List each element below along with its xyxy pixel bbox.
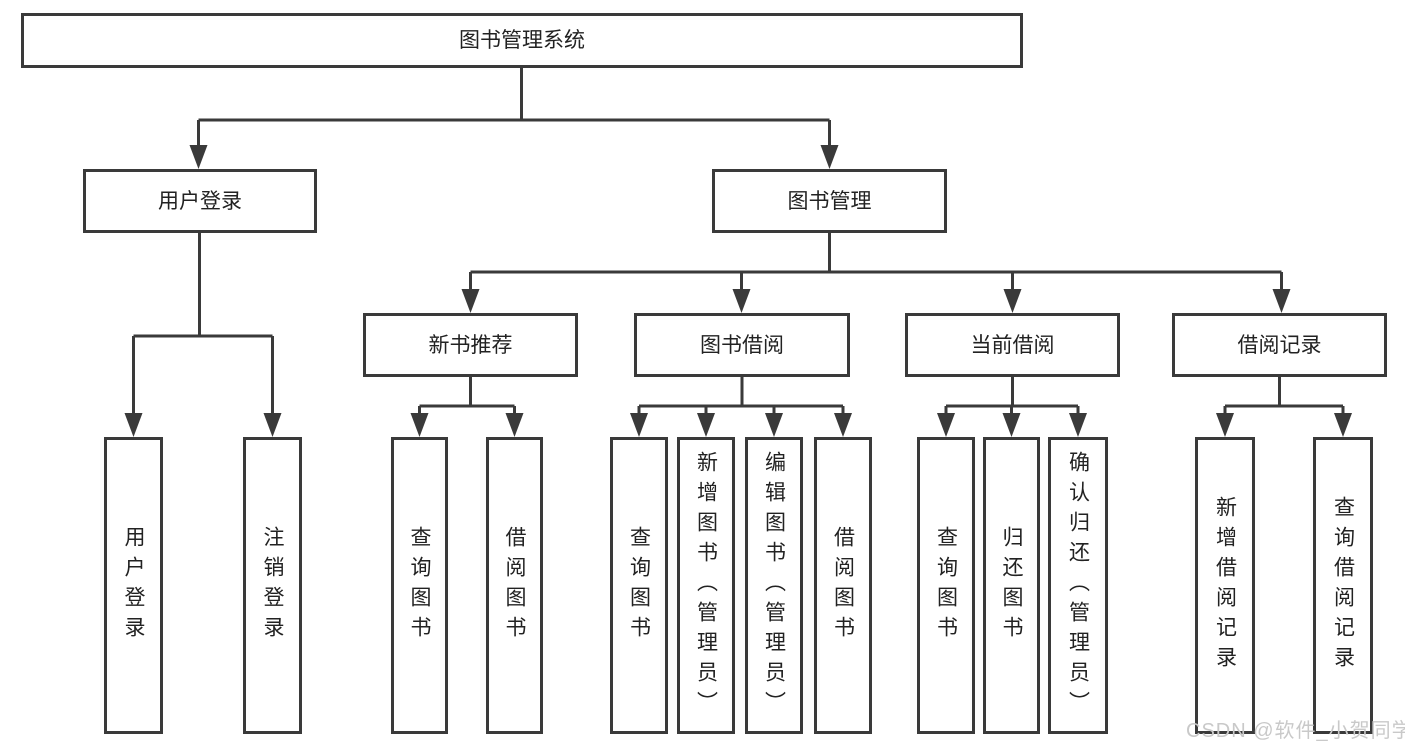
node-query-books-current-label: 查询图书 xyxy=(934,525,958,646)
node-root-label: 图书管理系统 xyxy=(459,29,585,52)
node-add-book-admin-label: 新增图书（管理员） xyxy=(694,450,718,721)
node-borrow-books-recommend-label: 借阅图书 xyxy=(503,525,526,646)
node-add-book-admin: 新增图书（管理员） xyxy=(677,437,735,734)
node-new-book-recommend: 新书推荐 xyxy=(363,313,578,377)
node-add-borrow-record: 新增借阅记录 xyxy=(1195,437,1255,734)
node-current-borrowing: 当前借阅 xyxy=(905,313,1120,377)
node-borrow-books-borrowing-label: 借阅图书 xyxy=(831,525,855,646)
watermark: CSDN @软件_小贺同学 xyxy=(1186,720,1405,742)
node-borrow-records: 借阅记录 xyxy=(1172,313,1387,377)
node-query-books-borrowing-label: 查询图书 xyxy=(627,525,651,646)
node-logout-leaf-label: 注销登录 xyxy=(261,525,284,646)
node-confirm-return-admin-label: 确认归还（管理员） xyxy=(1066,450,1090,721)
node-query-borrow-record-label: 查询借阅记录 xyxy=(1331,495,1355,676)
node-add-borrow-record-label: 新增借阅记录 xyxy=(1213,495,1237,676)
connector-book-branch xyxy=(461,233,1291,313)
node-edit-book-admin-label: 编辑图书（管理员） xyxy=(762,450,786,721)
node-book-borrowing-label: 图书借阅 xyxy=(700,333,784,357)
node-book-management: 图书管理 xyxy=(712,169,947,233)
node-borrow-books-recommend: 借阅图书 xyxy=(486,437,543,734)
node-return-books: 归还图书 xyxy=(983,437,1040,734)
node-confirm-return-admin: 确认归还（管理员） xyxy=(1048,437,1108,734)
node-borrow-books-borrowing: 借阅图书 xyxy=(814,437,872,734)
node-book-management-label: 图书管理 xyxy=(787,189,872,213)
connector-book-borrow-group xyxy=(630,377,852,437)
connector-user-branch xyxy=(124,233,282,437)
node-current-borrowing-label: 当前借阅 xyxy=(970,333,1055,357)
node-edit-book-admin: 编辑图书（管理员） xyxy=(745,437,803,734)
node-user-login-branch-label: 用户登录 xyxy=(158,189,242,213)
node-query-books-borrowing: 查询图书 xyxy=(610,437,668,734)
node-user-login-branch: 用户登录 xyxy=(83,169,317,233)
node-user-login-leaf-label: 用户登录 xyxy=(122,525,145,646)
node-borrow-records-label: 借阅记录 xyxy=(1237,333,1322,357)
connector-root-to-level2 xyxy=(189,68,839,169)
node-root: 图书管理系统 xyxy=(21,13,1023,68)
node-new-book-recommend-label: 新书推荐 xyxy=(428,333,513,357)
node-query-books-recommend: 查询图书 xyxy=(391,437,448,734)
node-query-books-recommend-label: 查询图书 xyxy=(408,525,431,646)
connector-new-book-group xyxy=(410,377,524,437)
node-book-borrowing: 图书借阅 xyxy=(634,313,850,377)
node-return-books-label: 归还图书 xyxy=(1000,525,1023,646)
node-logout-leaf: 注销登录 xyxy=(243,437,302,734)
node-query-books-current: 查询图书 xyxy=(917,437,975,734)
connector-borrow-record-group xyxy=(1216,376,1352,437)
node-user-login-leaf: 用户登录 xyxy=(104,437,163,734)
node-query-borrow-record: 查询借阅记录 xyxy=(1313,437,1373,734)
connector-current-borrow-group xyxy=(937,377,1087,437)
